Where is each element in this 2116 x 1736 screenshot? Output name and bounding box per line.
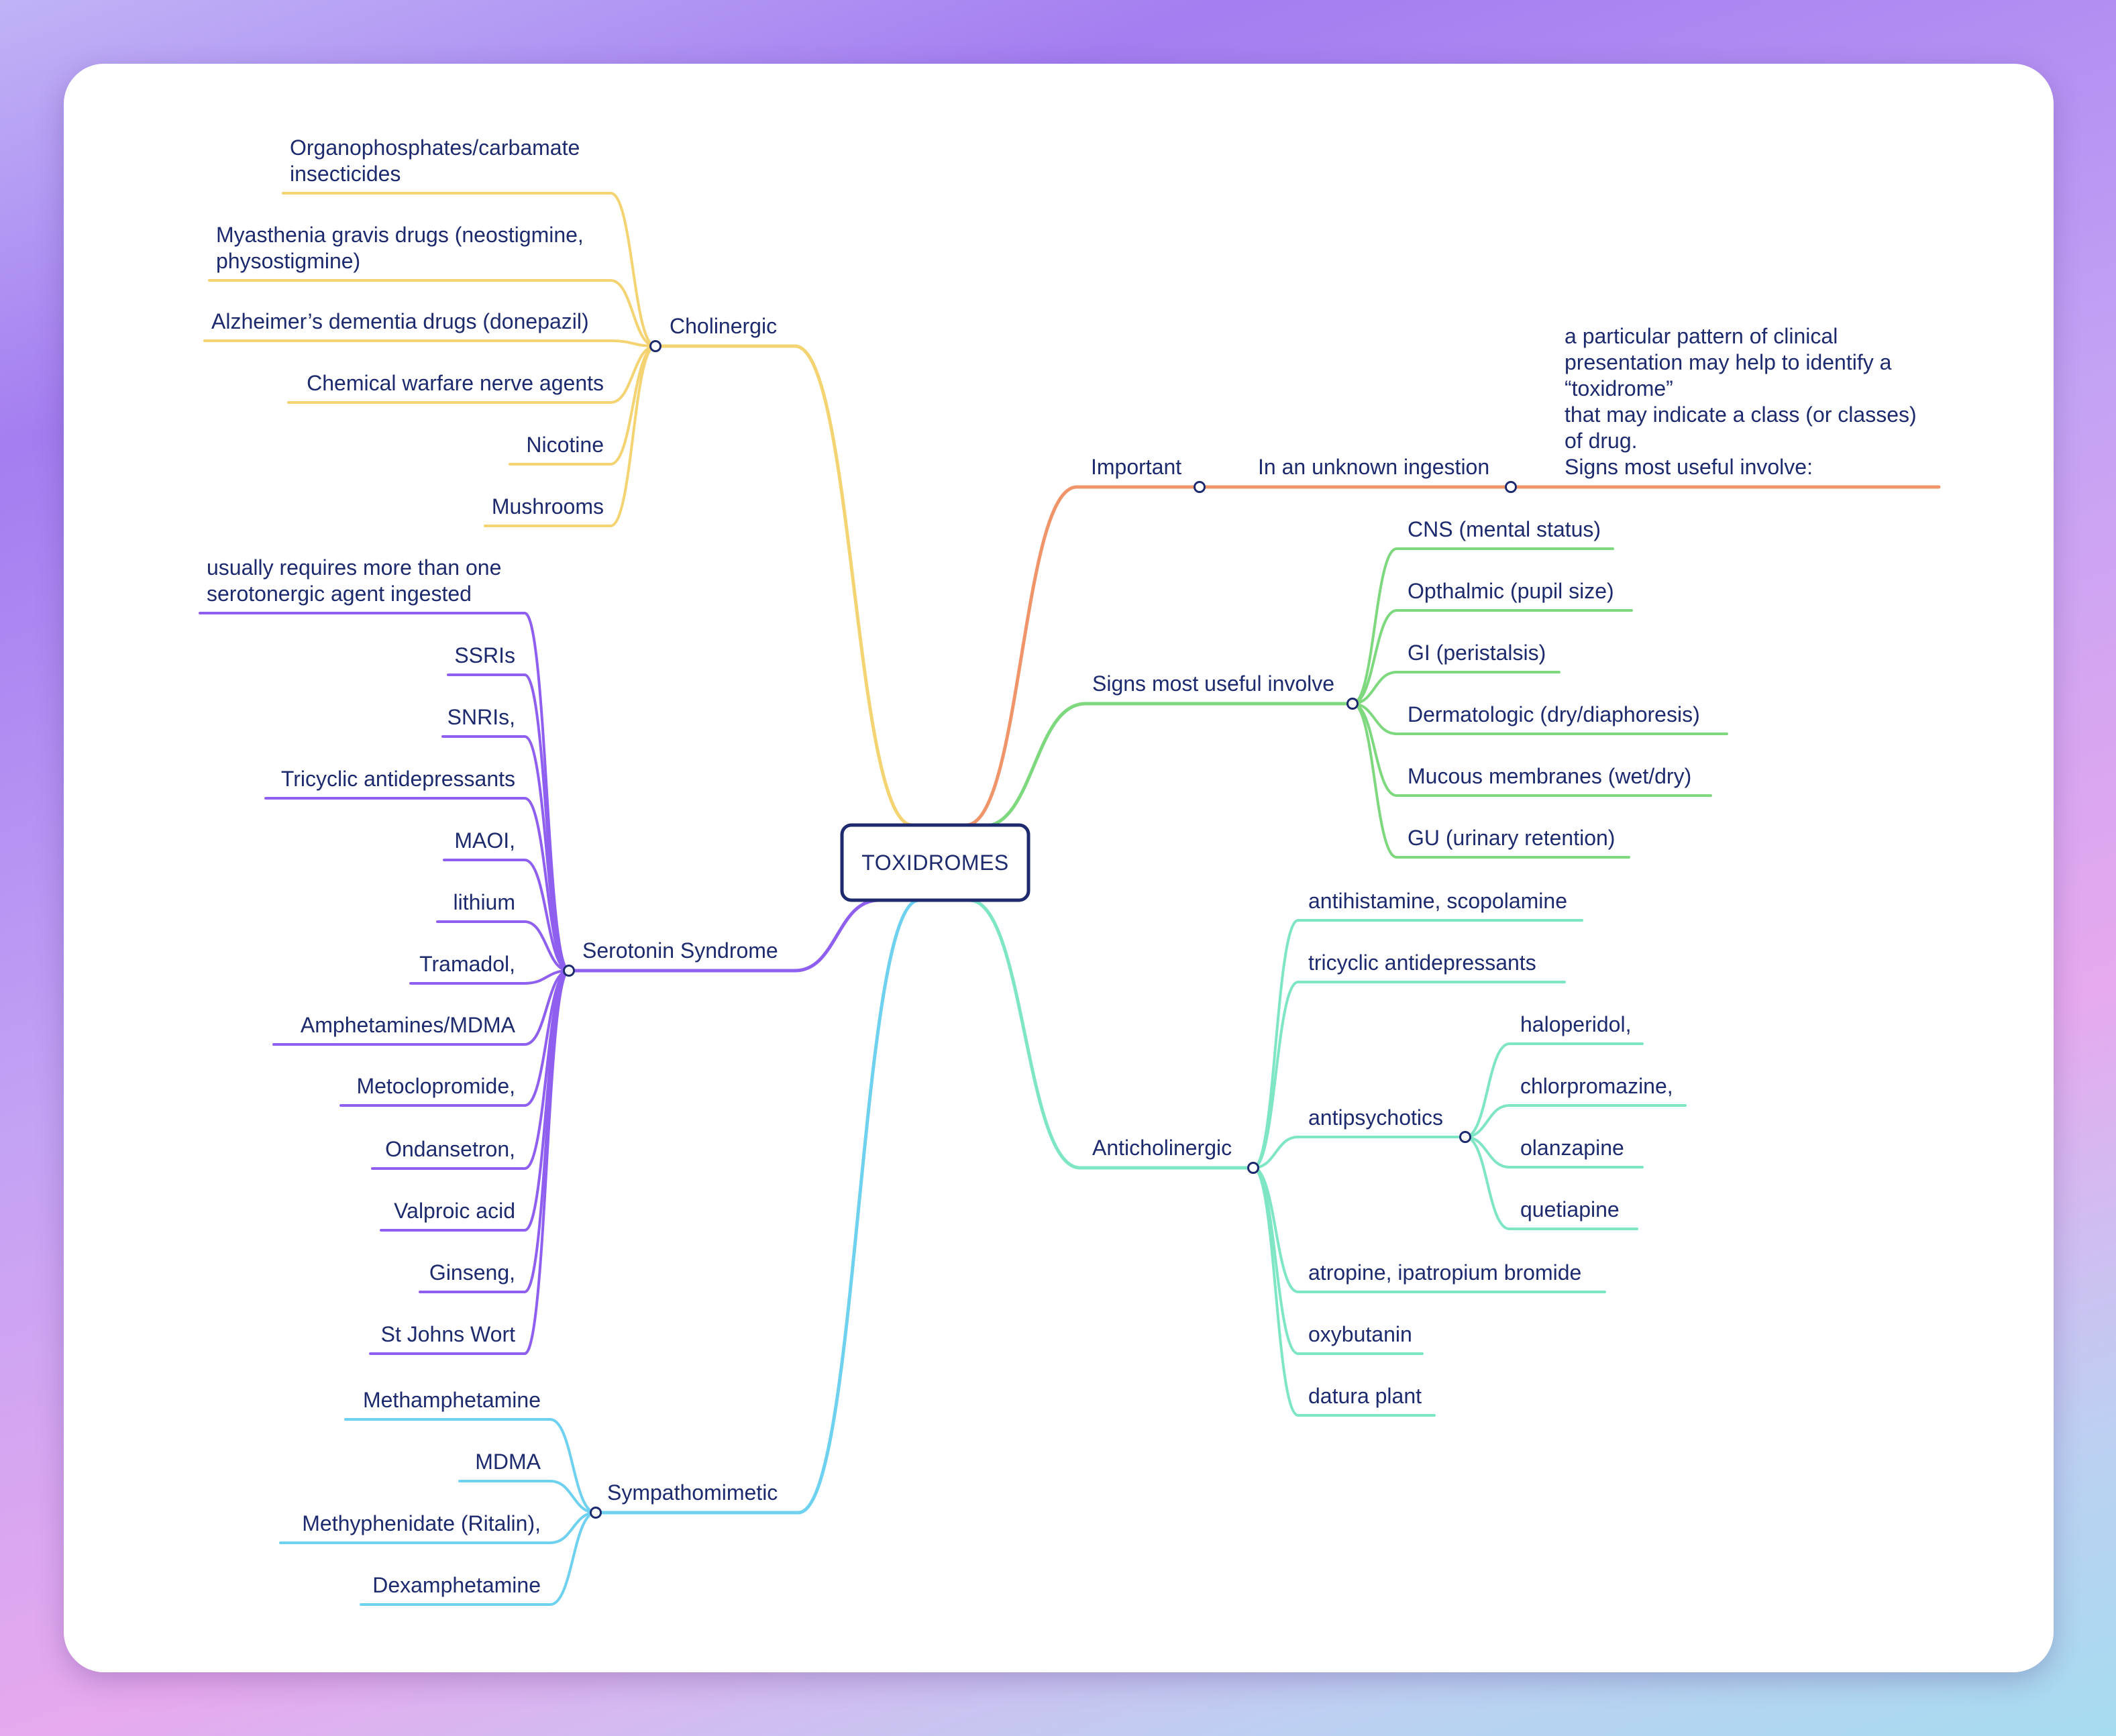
serotonin-item[interactable]: Ginseng, — [429, 1260, 515, 1285]
central-topic-label: TOXIDROMES — [861, 851, 1009, 875]
antipsychotics-child-line — [1464, 1042, 1511, 1138]
central-topic-box — [840, 823, 1030, 902]
signs-item[interactable]: GI (peristalsis) — [1408, 641, 1546, 665]
unknown-ingestion-label[interactable]: In an unknown ingestion — [1258, 455, 1489, 479]
branch-junctions — [563, 340, 1517, 1519]
anticholinergic-item[interactable]: oxybutanin — [1308, 1322, 1412, 1346]
cholinergic-label[interactable]: Cholinergic — [670, 314, 777, 338]
serotonin-item[interactable]: Valproic acid — [394, 1199, 515, 1223]
anticholinergic-item[interactable]: antipsychotics — [1308, 1105, 1443, 1130]
antipsychotics-item[interactable]: olanzapine — [1520, 1136, 1624, 1160]
serotonin-item[interactable]: Ondansetron, — [385, 1137, 515, 1161]
anticholinergic-child-line — [1252, 919, 1300, 1169]
cholinergic-branch-line — [793, 344, 914, 827]
signs-label[interactable]: Signs most useful involve — [1092, 671, 1334, 696]
sympathomimetic-item[interactable]: Dexamphetamine — [372, 1573, 541, 1597]
anticholinergic-child-line — [1252, 1167, 1300, 1293]
serotonin-item[interactable]: Tricyclic antidepressants — [281, 767, 515, 791]
cholinergic-item[interactable]: Chemical warfare nerve agents — [307, 371, 604, 395]
signs-item[interactable]: CNS (mental status) — [1408, 517, 1601, 541]
anticholinergic-label[interactable]: Anticholinergic — [1092, 1136, 1232, 1160]
sympathomimetic-label[interactable]: Sympathomimetic — [607, 1480, 778, 1505]
antipsychotics-item[interactable]: haloperidol, — [1520, 1012, 1631, 1036]
antipsychotics-junction[interactable] — [1459, 1131, 1471, 1143]
serotonin-item[interactable]: SSRIs — [454, 643, 515, 667]
important-branch-line — [964, 485, 1079, 827]
antipsychotics-item[interactable]: quetiapine — [1520, 1197, 1620, 1222]
serotonin-item[interactable]: Metoclopromide, — [356, 1074, 515, 1098]
cholinergic-item[interactable]: Myasthenia gravis drugs (neostigmine,phy… — [216, 223, 584, 273]
sympathomimetic-child-line — [549, 1418, 597, 1514]
important-label[interactable]: Important — [1091, 455, 1181, 479]
cholinergic-child-line — [609, 345, 657, 527]
antipsychotics-child-line — [1464, 1104, 1511, 1138]
signs-item[interactable]: Opthalmic (pupil size) — [1408, 579, 1614, 603]
serotonin-child-line — [523, 797, 570, 972]
central-topic[interactable]: TOXIDROMES — [840, 823, 1030, 902]
sympathomimetic-branch-line — [796, 898, 921, 1515]
anticholinergic-child-line — [1252, 981, 1300, 1169]
signs-child-line — [1351, 609, 1398, 705]
serotonin-child-line — [523, 920, 570, 972]
serotonin-item[interactable]: MAOI, — [454, 828, 515, 853]
serotonin-item[interactable]: St Johns Wort — [381, 1322, 515, 1346]
signs-item[interactable]: Mucous membranes (wet/dry) — [1408, 764, 1691, 788]
sympathomimetic-item[interactable]: Methyphenidate (Ritalin), — [302, 1511, 541, 1535]
anticholinergic-item[interactable]: datura plant — [1308, 1384, 1422, 1408]
anticholinergic-item[interactable]: antihistamine, scopolamine — [1308, 889, 1567, 913]
cholinergic-junction[interactable] — [649, 340, 662, 352]
serotonin-child-line — [523, 969, 570, 1355]
antipsychotics-item[interactable]: chlorpromazine, — [1520, 1074, 1673, 1098]
serotonin-child-line — [523, 673, 570, 972]
signs-child-line — [1351, 671, 1398, 705]
serotonin-junction[interactable] — [563, 965, 575, 977]
serotonin-label[interactable]: Serotonin Syndrome — [582, 938, 778, 963]
serotonin-child-line — [523, 969, 570, 1293]
cholinergic-child-line — [609, 279, 657, 347]
antipsychotics-child-line — [1464, 1136, 1511, 1169]
anticholinergic-item[interactable]: atropine, ipatropium bromide — [1308, 1260, 1581, 1285]
cholinergic-item[interactable]: Alzheimer’s dementia drugs (donepazil) — [211, 309, 589, 333]
anticholinergic-child-line — [1252, 1167, 1300, 1417]
serotonin-item[interactable]: Amphetamines/MDMA — [301, 1013, 516, 1037]
cholinergic-child-line — [609, 192, 657, 347]
serotonin-child-line — [523, 859, 570, 972]
signs-child-line — [1351, 547, 1398, 705]
sympathomimetic-item[interactable]: MDMA — [475, 1450, 541, 1474]
sympathomimetic-child-line — [549, 1480, 597, 1514]
cholinergic-item[interactable]: Mushrooms — [492, 494, 604, 519]
anticholinergic-branch-line — [967, 898, 1082, 1170]
serotonin-item[interactable]: lithium — [454, 890, 515, 914]
signs-child-line — [1351, 702, 1398, 859]
important-junction[interactable] — [1194, 481, 1206, 493]
signs-junction[interactable] — [1346, 698, 1359, 710]
serotonin-item[interactable]: SNRIs, — [447, 705, 515, 729]
signs-item[interactable]: GU (urinary retention) — [1408, 826, 1615, 850]
anticholinergic-junction[interactable] — [1247, 1162, 1259, 1174]
serotonin-item[interactable]: Tramadol, — [419, 952, 515, 976]
sympathomimetic-item[interactable]: Methamphetamine — [363, 1388, 541, 1412]
cholinergic-item[interactable]: Nicotine — [526, 433, 604, 457]
sympathomimetic-child-line — [549, 1511, 597, 1544]
signs-child-line — [1351, 702, 1398, 735]
anticholinergic-item[interactable]: tricyclic antidepressants — [1308, 951, 1536, 975]
signs-item[interactable]: Dermatologic (dry/diaphoresis) — [1408, 702, 1700, 726]
signs-branch-line — [981, 702, 1088, 828]
unknown-ingestion-junction[interactable] — [1505, 481, 1517, 493]
sympathomimetic-junction[interactable] — [590, 1507, 602, 1519]
connector-lines — [199, 192, 1941, 1606]
antipsychotics-child-line — [1464, 1136, 1511, 1230]
anticholinergic-child-line — [1252, 1167, 1300, 1355]
serotonin-branch-line — [793, 898, 881, 973]
anticholinergic-child-line — [1252, 1136, 1300, 1169]
sympathomimetic-child-line — [549, 1511, 597, 1606]
